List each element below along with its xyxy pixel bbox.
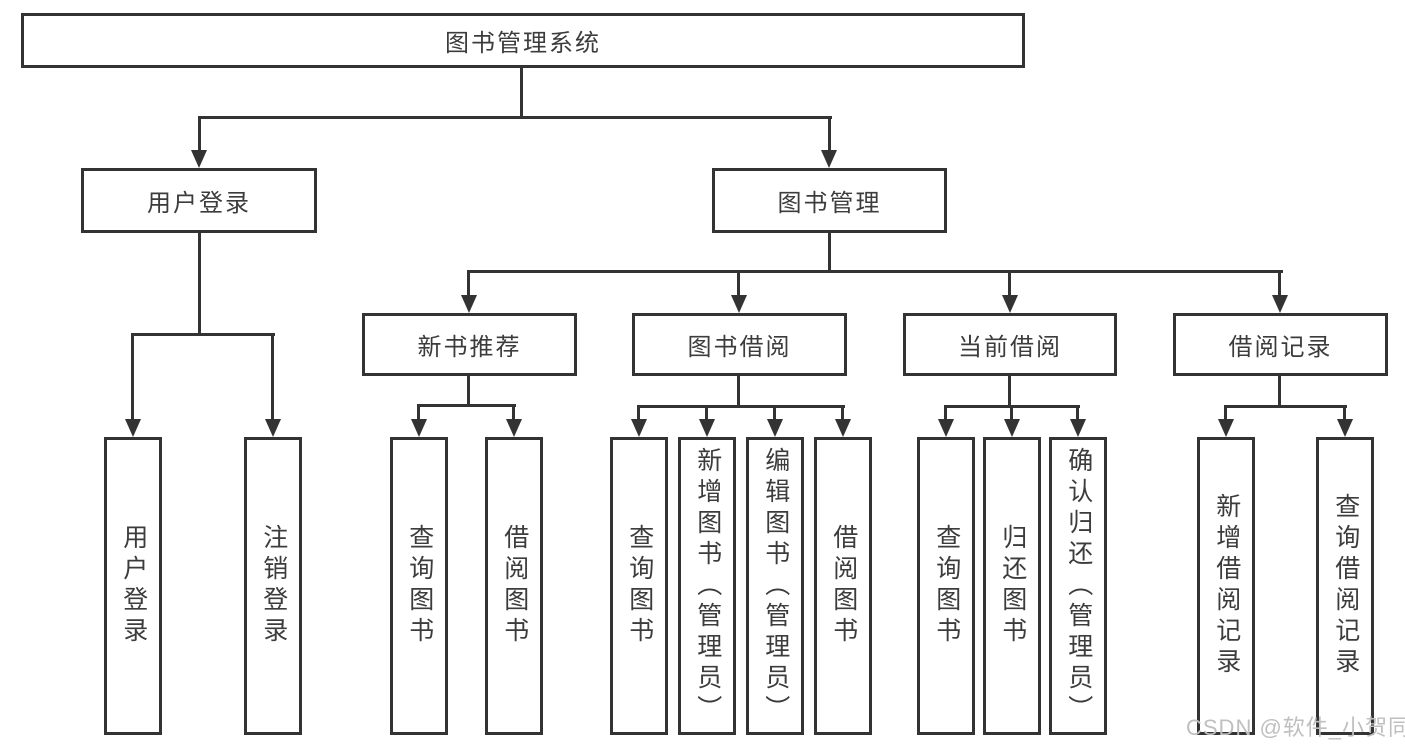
connector-arrow-stem [1008, 273, 1011, 297]
leaf-confirm-return-admin: 确认归还（管理员） [1049, 437, 1107, 735]
arrow-down-icon [1218, 419, 1234, 437]
connector-level1-hbar [198, 116, 832, 119]
connector-group-hbar [417, 404, 516, 407]
leaf-query-borrow-record: 查询借阅记录 [1316, 437, 1374, 735]
arrow-down-icon [1337, 419, 1353, 437]
connector-arrow-stem [131, 336, 134, 421]
leaf-query-books-2: 查询图书 [610, 437, 668, 735]
arrow-down-icon [1004, 419, 1020, 437]
connector-arrow-stem [737, 273, 740, 297]
leaf-borrow-books-1: 借阅图书 [485, 437, 543, 735]
node-book-management-label: 图书管理 [777, 190, 882, 217]
connector-arrow-stem [271, 336, 274, 421]
connector-arrow-stem [198, 119, 201, 152]
connector-group-stem [737, 376, 740, 408]
connector-group-stem [1008, 376, 1011, 408]
node-current-borrow: 当前借阅 [903, 313, 1117, 376]
arrow-down-icon [506, 419, 522, 437]
node-book-borrow: 图书借阅 [632, 313, 847, 376]
arrow-down-icon [461, 295, 477, 313]
connector-group-hbar [944, 405, 1080, 408]
leaf-borrow-books-2: 借阅图书 [814, 437, 872, 735]
arrow-down-icon [191, 150, 207, 168]
connector-group-hbar [1224, 405, 1347, 408]
node-new-book-recommend-label: 新书推荐 [417, 334, 522, 361]
node-borrow-records: 借阅记录 [1173, 313, 1388, 376]
node-root-label: 图书管理系统 [445, 30, 601, 57]
leaf-logout: 注销登录 [244, 437, 302, 735]
connector-arrow-stem [1076, 408, 1079, 421]
connector-level3-hbar [467, 270, 1283, 273]
arrow-down-icon [699, 419, 715, 437]
connector-arrow-stem [512, 407, 515, 421]
connector-arrow-stem [637, 408, 640, 421]
connector-arrow-stem [773, 408, 776, 421]
connector-arrow-stem [1343, 408, 1346, 421]
connector-arrow-stem [1278, 273, 1281, 297]
leaf-add-borrow-record: 新增借阅记录 [1197, 437, 1255, 735]
connector-group-stem [467, 376, 470, 407]
leaf-add-book-admin: 新增图书（管理员） [678, 437, 736, 735]
node-user-login-label: 用户登录 [147, 190, 251, 217]
arrow-down-icon [1002, 295, 1018, 313]
leaf-query-books-3: 查询图书 [917, 437, 975, 735]
arrow-down-icon [835, 419, 851, 437]
arrow-down-icon [731, 295, 747, 313]
connector-login-stem [198, 233, 201, 336]
connector-arrow-stem [1010, 408, 1013, 421]
leaf-query-books-1: 查询图书 [390, 437, 448, 735]
node-user-login: 用户登录 [81, 168, 317, 233]
connector-arrow-stem [841, 408, 844, 421]
node-current-borrow-label: 当前借阅 [958, 334, 1062, 361]
node-root: 图书管理系统 [21, 13, 1025, 68]
connector-arrow-stem [828, 119, 831, 152]
arrow-down-icon [631, 419, 647, 437]
arrow-down-icon [821, 150, 837, 168]
arrow-down-icon [767, 419, 783, 437]
arrow-down-icon [411, 419, 427, 437]
connector-group-hbar [637, 405, 845, 408]
arrow-down-icon [1070, 419, 1086, 437]
leaf-user-login: 用户登录 [104, 437, 162, 735]
connector-mgmt-stem [828, 233, 831, 273]
arrow-down-icon [265, 419, 281, 437]
connector-root-stem [520, 68, 523, 119]
leaf-return-books: 归还图书 [983, 437, 1041, 735]
arrow-down-icon [938, 419, 954, 437]
node-book-borrow-label: 图书借阅 [687, 334, 792, 361]
connector-arrow-stem [705, 408, 708, 421]
node-borrow-records-label: 借阅记录 [1228, 334, 1333, 361]
node-book-management: 图书管理 [712, 168, 947, 233]
arrow-down-icon [1272, 295, 1288, 313]
arrow-down-icon [125, 419, 141, 437]
connector-arrow-stem [467, 273, 470, 297]
csdn-watermark: CSDN @软件_小贺同学 [1186, 715, 1405, 740]
connector-arrow-stem [944, 408, 947, 421]
connector-group-stem [1278, 376, 1281, 408]
leaf-edit-book-admin: 编辑图书（管理员） [746, 437, 804, 735]
connector-arrow-stem [417, 407, 420, 421]
connector-login-hbar [131, 333, 275, 336]
connector-arrow-stem [1224, 408, 1227, 421]
node-new-book-recommend: 新书推荐 [362, 313, 577, 376]
